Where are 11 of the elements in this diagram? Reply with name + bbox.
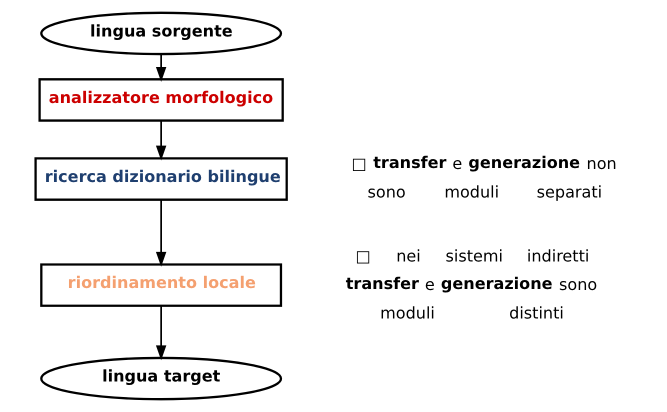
node-ellipse: lingua target [40,356,282,400]
label: □ nei sistemi indiretti transfer e generazione sono moduli distinti [345,246,597,323]
node-ellipse: lingua sorgente [40,12,282,56]
node-box: riordinamento locale [40,263,282,307]
label: □ transfer e generazione non sono moduli separati [350,152,616,202]
node-box: ricerca dizionario bilingue [34,157,288,201]
node-box: analizzatore morfologico [38,78,284,122]
arrow [155,120,166,161]
arrow [155,306,166,360]
arrow [155,54,166,82]
arrow [155,200,166,267]
